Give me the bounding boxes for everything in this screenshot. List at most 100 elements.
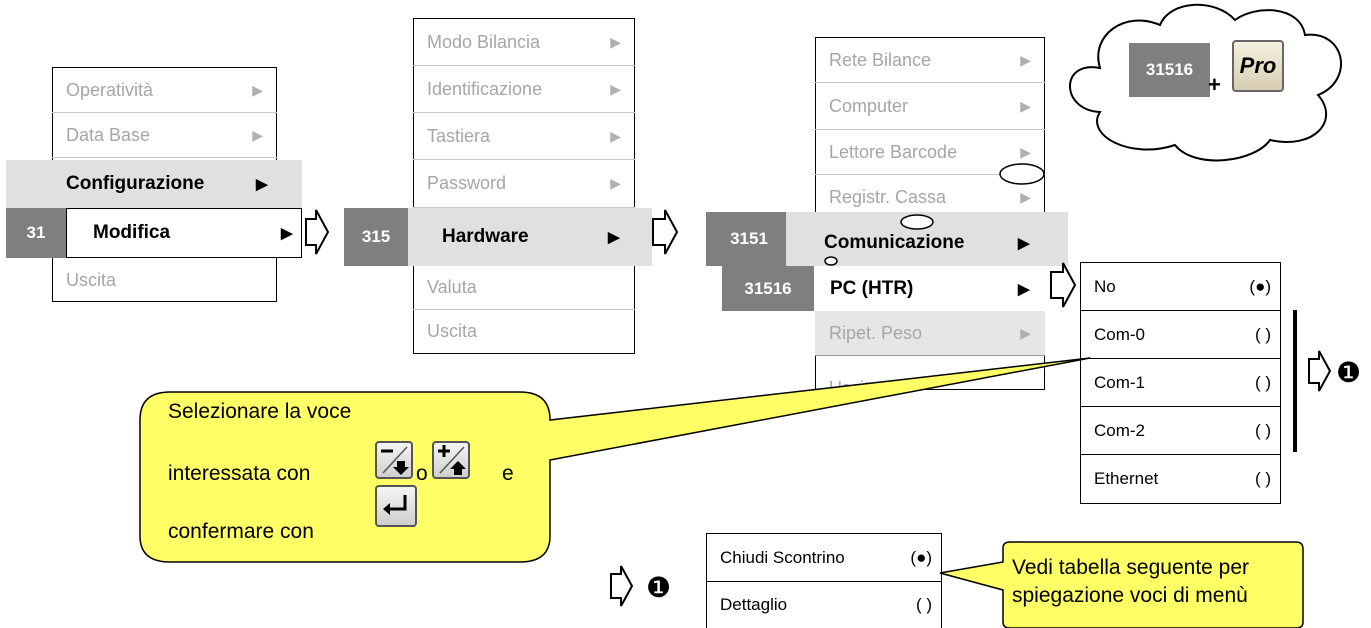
arrow-right-outline-icon: [652, 209, 679, 255]
menu-item-lettore-barcode[interactable]: Lettore Barcode ▶: [815, 130, 1045, 175]
triangle-right-icon: ▶: [281, 225, 293, 242]
menu-item-tastiera[interactable]: Tastiera ▶: [413, 113, 635, 160]
triangle-right-icon: ▶: [610, 33, 621, 50]
menu-code-31516: 31516: [722, 266, 814, 311]
ellipse-mark: [999, 163, 1045, 185]
footnote-marker-1: ❶: [1336, 357, 1362, 388]
option-label: Com-0: [1094, 324, 1146, 344]
menu-item-label: Tastiera: [427, 125, 491, 146]
triangle-right-icon: ▶: [610, 175, 621, 191]
callout-line-2c: e: [502, 462, 514, 485]
radio-empty-icon: ( ): [915, 595, 932, 614]
arrow-right-outline-icon: [1050, 262, 1077, 308]
radio-empty-icon: ( ): [1254, 372, 1271, 392]
menu-hardware-parent: [413, 18, 635, 354]
triangle-right-icon: ▶: [1020, 143, 1031, 160]
callout-line-2a: interessata con: [168, 462, 311, 485]
radio-selected-icon: (●): [1249, 276, 1271, 296]
menu-item-label: Password: [427, 173, 507, 193]
pro-key-label: Pro: [1239, 53, 1277, 78]
triangle-right-icon: ▶: [610, 127, 621, 144]
arrow-right-outline-icon: [1308, 350, 1332, 392]
menu-item-ripet-peso[interactable]: Ripet. Peso ▶: [815, 311, 1045, 356]
menu-item-modo-bilancia[interactable]: Modo Bilancia ▶: [413, 19, 635, 66]
option-label: Com-1: [1094, 372, 1146, 392]
menu-item-modifica[interactable]: Modifica ▶: [66, 208, 302, 258]
footnote-marker-2: ❶: [646, 572, 672, 603]
menu-item-label: Registr. Cassa: [829, 186, 947, 207]
arrow-right-outline-icon: [305, 209, 330, 255]
pro-key-icon[interactable]: Pro: [1232, 40, 1284, 92]
menu-item-label: Modo Bilancia: [427, 31, 541, 52]
triangle-right-icon: ▶: [252, 81, 263, 98]
triangle-right-icon: ▶: [252, 126, 263, 143]
triangle-right-icon: ▶: [1018, 235, 1030, 252]
plus-up-key-icon[interactable]: [432, 441, 470, 479]
options-list: [1080, 262, 1281, 504]
note-bubble: [939, 541, 1304, 628]
menu-item-uscita-2[interactable]: Uscita: [413, 310, 635, 353]
radio-empty-icon: ( ): [1254, 420, 1271, 440]
callout-line-3: confermare con: [168, 520, 314, 543]
menu-item-identificazione[interactable]: Identificazione ▶: [413, 66, 635, 113]
note-line-2: spiegazione voci di menù: [1012, 584, 1248, 607]
menu-item-uscita[interactable]: Uscita: [52, 259, 277, 302]
menu-item-label: Configurazione: [66, 173, 205, 194]
option-label: Com-2: [1094, 420, 1146, 440]
option-label: Ethernet: [1094, 469, 1159, 488]
menu-item-label: PC (HTR): [830, 277, 914, 299]
radio-selected-icon: (●): [910, 547, 932, 567]
triangle-right-icon: ▶: [1020, 97, 1031, 114]
triangle-right-icon: ▶: [608, 229, 620, 246]
option-ethernet[interactable]: Ethernet ( ): [1080, 455, 1281, 503]
triangle-right-icon: ▶: [1020, 324, 1031, 341]
menu-item-label: Valuta: [427, 277, 477, 297]
triangle-right-icon: ▶: [1020, 51, 1031, 68]
menu-code-3151: 3151: [706, 212, 792, 266]
option-no[interactable]: No (●): [1080, 263, 1281, 311]
menu-item-pc-htr[interactable]: PC (HTR) ▶: [814, 266, 1046, 311]
ellipse-mark: [900, 214, 934, 230]
menu-item-rete-bilance[interactable]: Rete Bilance ▶: [815, 38, 1045, 83]
menu-item-configurazione[interactable]: Configurazione ▶: [6, 160, 302, 208]
option-com-0[interactable]: Com-0 ( ): [1080, 311, 1281, 359]
option-label: Chiudi Scontrino: [720, 547, 845, 567]
radio-empty-icon: ( ): [1254, 469, 1271, 488]
option-chiudi-scontrino[interactable]: Chiudi Scontrino (●): [706, 534, 942, 582]
menu-item-label: Lettore Barcode: [829, 141, 958, 162]
callout-line-1: Selezionare la voce: [168, 400, 352, 423]
option-label: No: [1094, 276, 1116, 296]
menu-item-database[interactable]: Data Base ▶: [52, 113, 277, 158]
option-com-1[interactable]: Com-1 ( ): [1080, 359, 1281, 407]
menu-item-label: Identificazione: [427, 78, 543, 99]
triangle-right-icon: ▶: [610, 80, 621, 97]
note-line-1: Vedi tabella seguente per: [1012, 556, 1250, 579]
menu-item-label: Operatività: [66, 79, 154, 100]
menu-code-31: 31: [6, 208, 66, 258]
minus-down-key-icon[interactable]: [375, 441, 413, 479]
menu-item-label: Hardware: [442, 226, 529, 247]
menu-item-label: Rete Bilance: [829, 49, 932, 70]
menu-item-valuta[interactable]: Valuta: [413, 266, 635, 310]
menu-item-computer[interactable]: Computer ▶: [815, 83, 1045, 130]
menu-item-label: Uscita: [427, 321, 478, 341]
arrow-right-outline-icon: [610, 565, 634, 607]
option-dettaglio[interactable]: Dettaglio ( ): [706, 582, 942, 628]
option-label: Dettaglio: [720, 595, 788, 614]
option-com-2[interactable]: Com-2 ( ): [1080, 407, 1281, 455]
plus-sign: +: [1208, 72, 1221, 97]
menu-item-label: Ripet. Peso: [829, 322, 923, 343]
menu-item-label: Modifica: [93, 222, 171, 243]
menu-code-315: 315: [344, 208, 408, 266]
menu-item-label: Data Base: [66, 124, 151, 145]
radio-empty-icon: ( ): [1254, 324, 1271, 344]
menu-item-hardware[interactable]: Hardware ▶: [408, 208, 652, 266]
menu-item-label: Comunicazione: [824, 232, 965, 253]
triangle-right-icon: ▶: [256, 176, 268, 193]
menu-item-label: Computer: [829, 95, 909, 116]
menu-item-operativita[interactable]: Operatività ▶: [52, 68, 277, 113]
menu-item-uscita-3[interactable]: Uscita: [815, 356, 1045, 389]
menu-item-password[interactable]: Password ▶: [413, 160, 635, 208]
menu-item-label: Uscita: [66, 270, 117, 290]
enter-key-icon[interactable]: [375, 485, 417, 527]
